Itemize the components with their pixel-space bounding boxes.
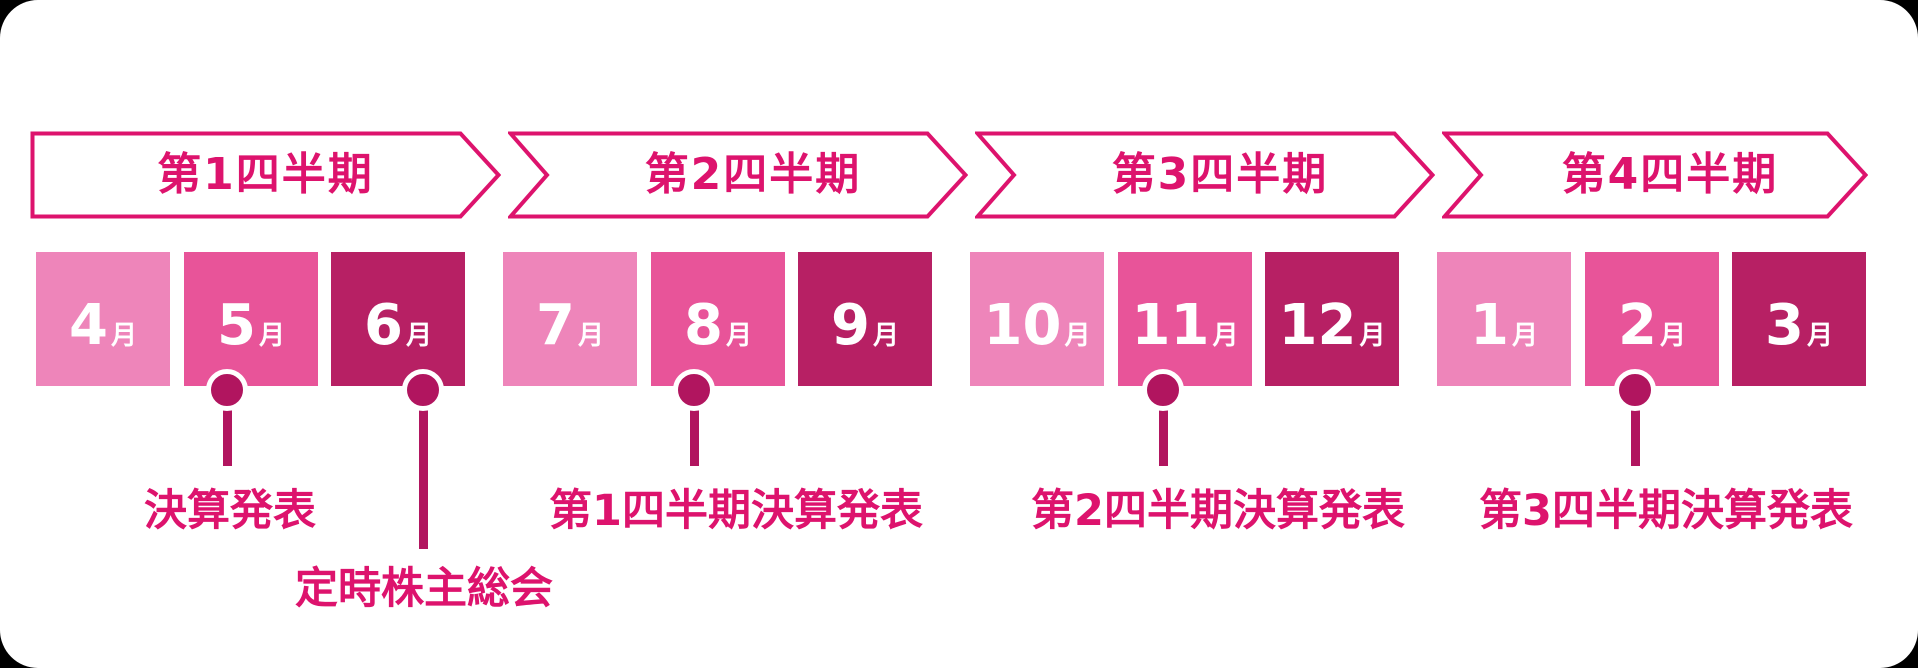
month-unit: 月 <box>1511 321 1538 351</box>
month-unit: 月 <box>110 321 137 351</box>
event-pin-icon <box>402 369 444 411</box>
month-unit: 月 <box>1806 321 1833 351</box>
month-unit: 月 <box>1212 321 1239 351</box>
month-number: 5 <box>217 293 256 358</box>
quarter-banner-q4: 第4四半期 <box>1442 131 1868 219</box>
event-label-teiji-soukai: 定時株主総会 <box>295 564 553 614</box>
month-unit: 月 <box>872 321 899 351</box>
month-number: 2 <box>1618 293 1657 358</box>
chevron-arrow-shape <box>975 131 1435 219</box>
quarter-banner-label: 第3四半期 <box>1111 149 1329 200</box>
event-label-q3-kessan: 第3四半期決算発表 <box>1479 486 1853 536</box>
quarter-banner-label: 第1四半期 <box>157 149 374 200</box>
chevron-arrow-shape <box>508 131 968 219</box>
event-pin-icon <box>1142 369 1184 411</box>
month-number: 6 <box>364 293 403 358</box>
quarter-banner-q3: 第3四半期 <box>975 131 1435 219</box>
event-stem <box>1158 388 1168 466</box>
month-number: 8 <box>684 293 723 358</box>
month-unit: 月 <box>1359 321 1386 351</box>
event-pin-icon <box>206 369 248 411</box>
event-label-q1-kessan: 第1四半期決算発表 <box>549 486 923 536</box>
month-unit: 月 <box>577 321 604 351</box>
event-stem <box>689 388 699 466</box>
month-unit: 月 <box>1659 321 1686 351</box>
event-pin-icon <box>1614 369 1656 411</box>
month-number: 12 <box>1278 293 1357 358</box>
month-number: 4 <box>69 293 108 358</box>
month-number: 11 <box>1131 293 1210 358</box>
chevron-arrow-shape <box>1442 131 1868 219</box>
event-stem <box>222 388 232 466</box>
month-number: 9 <box>831 293 870 358</box>
event-pin-icon <box>673 369 715 411</box>
event-stem <box>418 388 428 549</box>
month-unit: 月 <box>405 321 432 351</box>
month-number: 7 <box>536 293 575 358</box>
quarter-banner-label: 第4四半期 <box>1561 149 1779 200</box>
chevron-arrow-shape <box>30 131 501 219</box>
month-unit: 月 <box>1064 321 1091 351</box>
month-unit: 月 <box>258 321 285 351</box>
month-number: 1 <box>1470 293 1509 358</box>
event-label-kessan-happyo: 決算発表 <box>144 486 316 536</box>
month-number: 10 <box>983 293 1062 358</box>
quarter-banner-q1: 第1四半期 <box>30 131 501 219</box>
event-label-q2-kessan: 第2四半期決算発表 <box>1031 486 1405 536</box>
quarter-banner-label: 第2四半期 <box>644 149 862 200</box>
month-number: 3 <box>1765 293 1804 358</box>
quarter-banner-q2: 第2四半期 <box>508 131 968 219</box>
event-stem <box>1630 388 1640 466</box>
month-unit: 月 <box>725 321 752 351</box>
